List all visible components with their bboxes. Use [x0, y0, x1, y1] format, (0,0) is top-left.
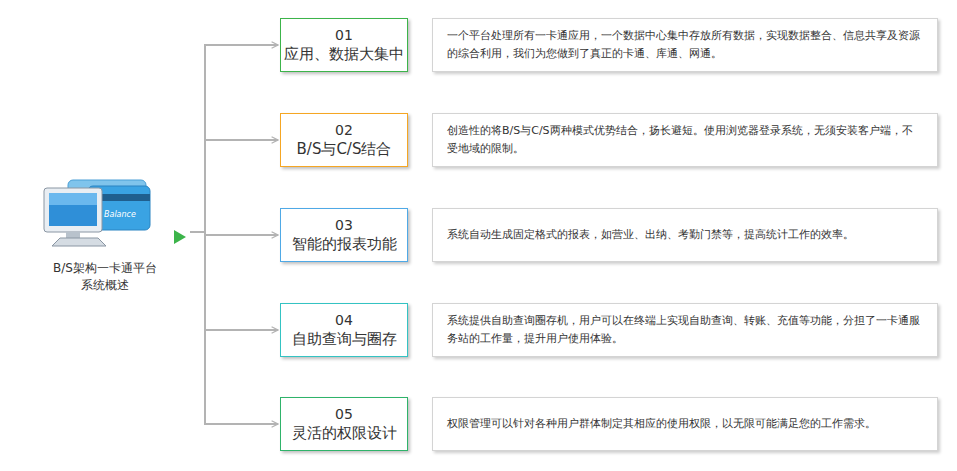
monitor-neck — [66, 232, 80, 238]
branch-connector — [190, 232, 278, 424]
keyboard — [52, 238, 106, 246]
feature-number: 02 — [335, 121, 353, 139]
feature-title: B/S与C/S结合 — [297, 139, 392, 159]
feature-title: 智能的报表功能 — [292, 234, 397, 254]
description-box: 系统提供自助查询圈存机，用户可以在终端上实现自助查询、转账、充值等功能，分担了一… — [432, 303, 938, 357]
description-text: 系统自动生成固定格式的报表，如营业、出纳、考勤门禁等，提高统计工作的效率。 — [447, 226, 854, 244]
description-box: 创造性的将B/S与C/S两种模式优势结合，扬长避短。使用浏览器登录系统，无须安装… — [432, 113, 938, 167]
description-box: 系统自动生成固定格式的报表，如营业、出纳、考勤门禁等，提高统计工作的效率。 — [432, 208, 938, 262]
feature-box: 05灵活的权限设计 — [280, 397, 408, 451]
description-text: 权限管理可以针对各种用户群体制定其相应的使用权限，以无限可能满足您的工作需求。 — [447, 415, 876, 433]
branch-connector — [190, 45, 278, 232]
platform-title: B/S架构一卡通平台 系统概述 — [45, 260, 165, 294]
feature-number: 01 — [335, 26, 353, 44]
feature-number: 03 — [335, 216, 353, 234]
feature-number: 05 — [335, 405, 353, 423]
pointer-triangle — [174, 230, 186, 244]
feature-number: 04 — [335, 311, 353, 329]
branch-connector — [190, 140, 278, 232]
description-text: 创造性的将B/S与C/S两种模式优势结合，扬长避短。使用浏览器登录系统，无须安装… — [447, 122, 923, 158]
description-box: 一个平台处理所有一卡通应用，一个数据中心集中存放所有数据，实现数据整合、信息共享… — [432, 18, 938, 72]
feature-box: 01应用、数据大集中 — [280, 18, 408, 72]
feature-box: 03智能的报表功能 — [280, 208, 408, 262]
description-box: 权限管理可以针对各种用户群体制定其相应的使用权限，以无限可能满足您的工作需求。 — [432, 397, 938, 451]
feature-box: 02B/S与C/S结合 — [280, 113, 408, 167]
description-text: 系统提供自助查询圈存机，用户可以在终端上实现自助查询、转账、充值等功能，分担了一… — [447, 312, 923, 348]
card-label: Balance — [104, 210, 136, 219]
description-text: 一个平台处理所有一卡通应用，一个数据中心集中存放所有数据，实现数据整合、信息共享… — [447, 27, 923, 63]
monitor-screen — [49, 193, 97, 226]
feature-title: 灵活的权限设计 — [292, 423, 397, 443]
screen-glare — [49, 193, 97, 205]
monitor-frame — [44, 188, 102, 232]
feature-box: 04自助查询与圈存 — [280, 303, 408, 357]
feature-title: 应用、数据大集中 — [284, 44, 404, 64]
platform-node: B/S架构一卡通平台 系统概述 — [20, 170, 190, 298]
feature-title: 自助查询与圈存 — [292, 329, 397, 349]
branch-connector — [190, 232, 278, 330]
